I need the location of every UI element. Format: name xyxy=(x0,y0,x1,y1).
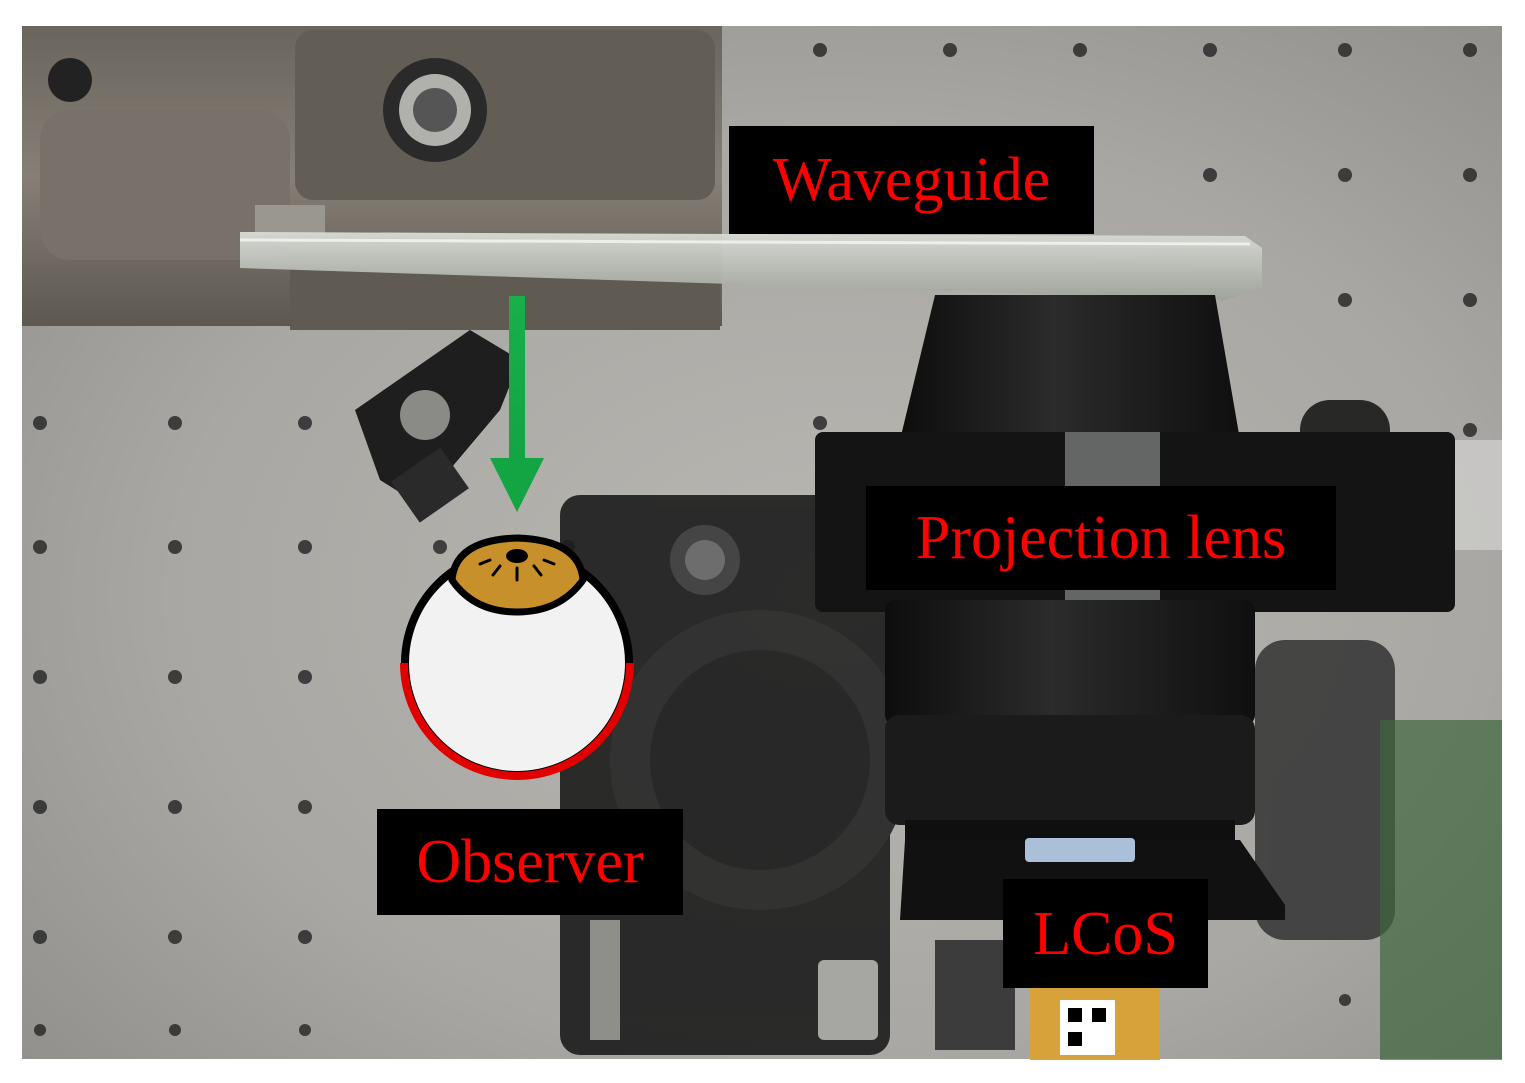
observer-label: Observer xyxy=(377,809,683,915)
post xyxy=(935,940,1015,1050)
projection-lens-label: Projection lens xyxy=(866,486,1336,590)
waveguide-label: Waveguide xyxy=(729,126,1094,234)
lcos-label: LCoS xyxy=(1003,879,1208,988)
breadboard-holes xyxy=(33,43,1477,1036)
rotation-mount xyxy=(560,495,910,1055)
down-arrow-icon xyxy=(490,296,544,512)
observer-eye-icon xyxy=(400,534,634,780)
waveguide-mount xyxy=(22,26,722,330)
waveguide-plate xyxy=(240,232,1262,300)
